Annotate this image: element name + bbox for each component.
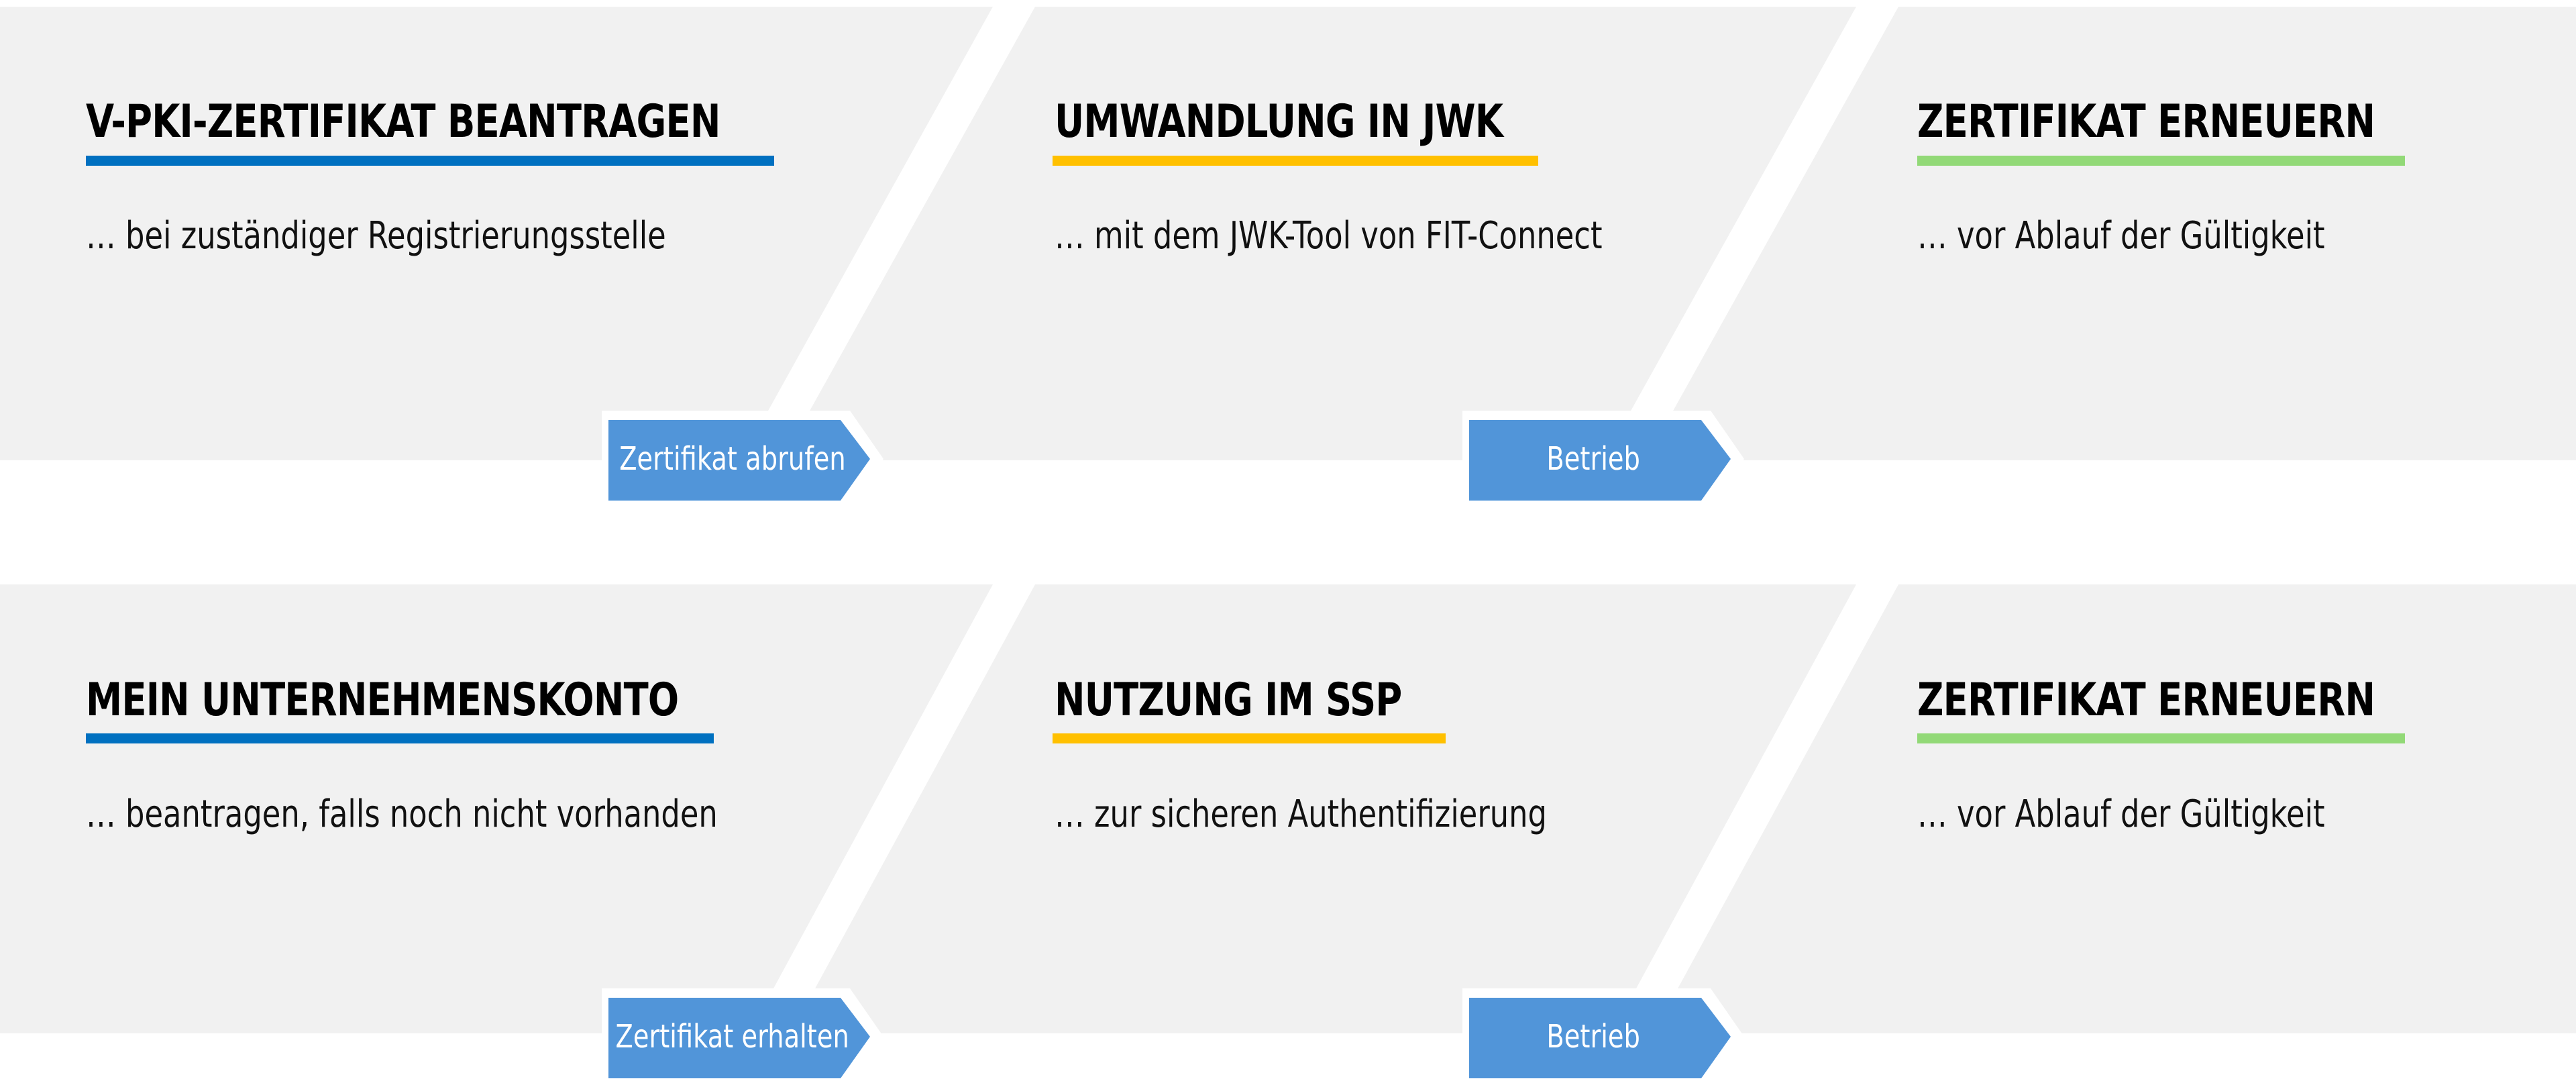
transition-label: Betrieb	[1546, 1018, 1640, 1055]
step-title: NUTZUNG IM SSP	[1055, 674, 1402, 727]
transition-arrow-button[interactable]: Betrieb	[1462, 411, 1744, 507]
process-row-1-band	[0, 7, 2576, 460]
transition-label: Zertifikat erhalten	[615, 1018, 850, 1055]
step-underline-yellow	[1053, 733, 1446, 743]
step-description: … zur sicheren Authentifizierung	[1055, 792, 1547, 836]
step-title: V-PKI-ZERTIFIKAT BEANTRAGEN	[86, 95, 720, 148]
transition-arrow-button[interactable]: Betrieb	[1462, 988, 1744, 1085]
arrow-right-icon	[602, 988, 883, 1085]
step-description: … vor Ablauf der Gültigkeit	[1917, 214, 2325, 258]
arrow-right-icon	[602, 411, 883, 507]
step-title: UMWANDLUNG IN JWK	[1055, 95, 1503, 148]
transition-arrow-button[interactable]: Zertifikat erhalten	[602, 988, 883, 1085]
arrow-right-icon	[1462, 411, 1744, 507]
step-description: … bei zuständiger Registrierungsstelle	[86, 214, 666, 258]
process-row-2-band	[0, 584, 2576, 1033]
step-description: … beantragen, falls noch nicht vorhanden	[86, 792, 718, 836]
step-title: ZERTIFIKAT ERNEUERN	[1917, 95, 2375, 148]
step-title: ZERTIFIKAT ERNEUERN	[1917, 674, 2375, 727]
transition-label: Betrieb	[1546, 440, 1640, 478]
step-underline-blue	[86, 733, 714, 743]
transition-arrow-button[interactable]: Zertifikat abrufen	[602, 411, 883, 507]
step-underline-green	[1917, 733, 2405, 743]
step-underline-blue	[86, 156, 774, 166]
step-description: … mit dem JWK-Tool von FIT-Connect	[1055, 214, 1603, 258]
arrow-right-icon	[1462, 988, 1744, 1085]
step-description: … vor Ablauf der Gültigkeit	[1917, 792, 2325, 836]
step-underline-yellow	[1053, 156, 1538, 166]
transition-label: Zertifikat abrufen	[619, 440, 846, 478]
step-underline-green	[1917, 156, 2405, 166]
step-title: MEIN UNTERNEHMENSKONTO	[86, 674, 679, 727]
